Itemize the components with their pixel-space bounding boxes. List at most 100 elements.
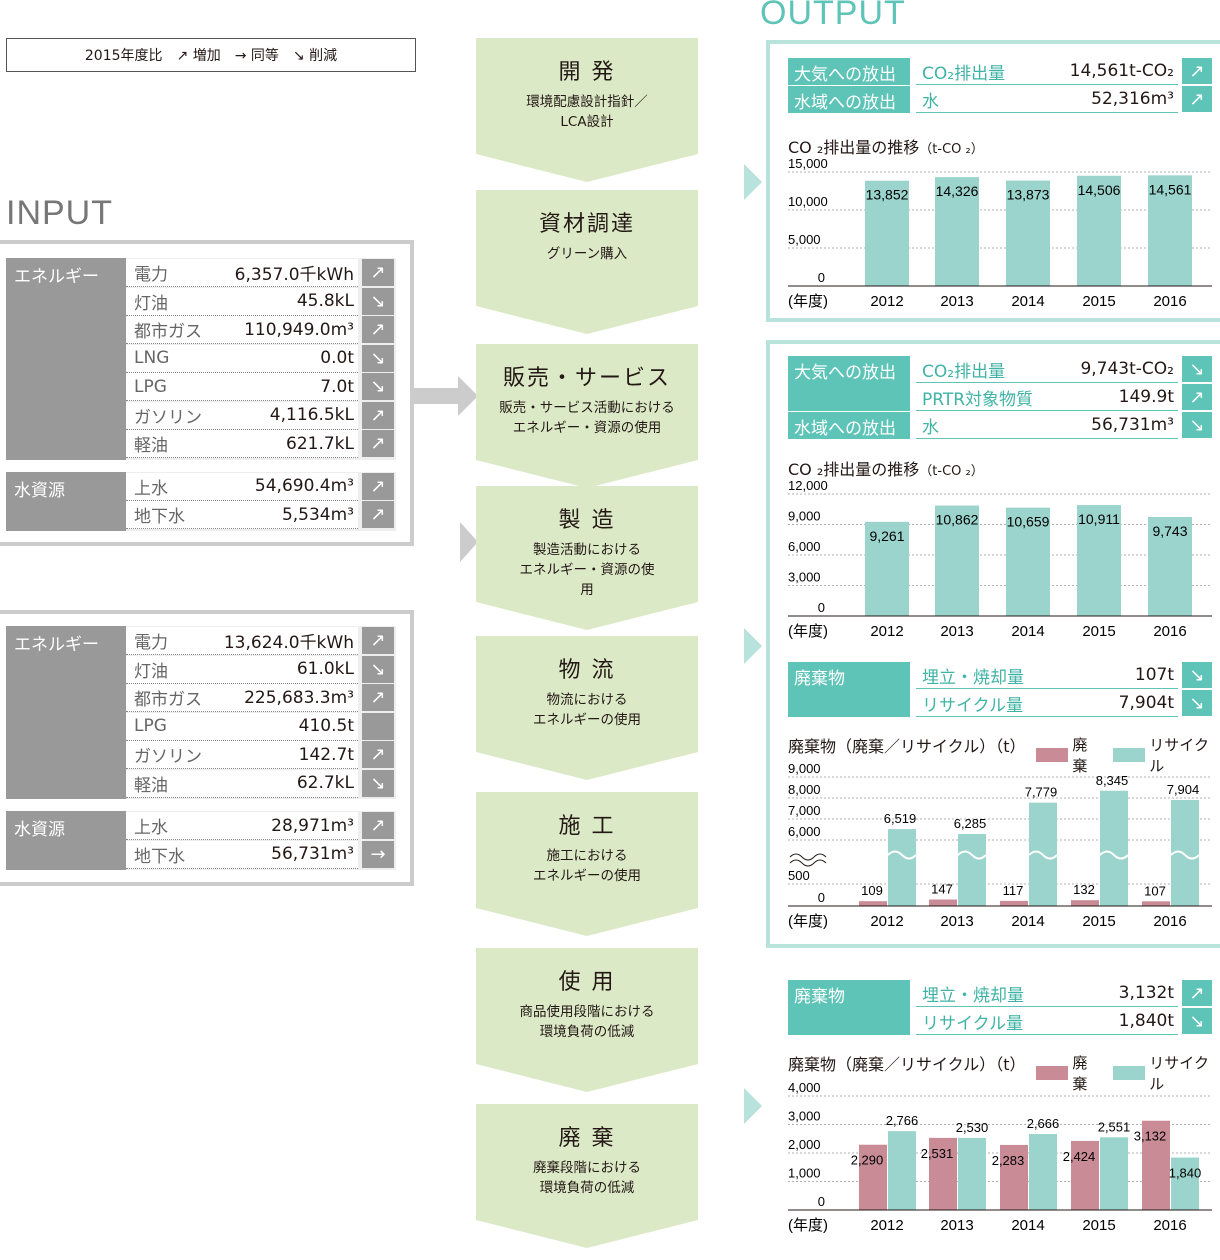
dispose-bar xyxy=(929,899,957,906)
output-item-value: 14,561t-CO₂ xyxy=(1069,61,1174,81)
output-pointer-1 xyxy=(744,164,762,200)
trend-arrow-icon: ↘ xyxy=(362,287,394,315)
bar-break-mark xyxy=(887,850,917,860)
input-item-name: 軽油 xyxy=(134,436,168,456)
flow-stage-arrow xyxy=(476,1220,698,1248)
input-item-name: 軽油 xyxy=(134,775,168,796)
x-tick-label: 2013 xyxy=(940,293,973,310)
trend-arrow-icon: ↗ xyxy=(362,401,394,429)
recycle-bar xyxy=(888,1131,916,1210)
trend-arrow-icon: ↗ xyxy=(362,472,394,500)
input-item-value: 142.7t xyxy=(298,744,354,765)
dispose-swatch xyxy=(1036,1066,1069,1080)
dispose-value-label: 2,424 xyxy=(1063,1149,1096,1164)
flow-stage: 使 用商品使用段階における環境負荷の低減 xyxy=(476,948,698,1092)
dispose-value-label: 107 xyxy=(1144,883,1166,898)
input-item-value: 410.5t xyxy=(298,716,354,736)
input-item-value: 28,971m³ xyxy=(271,815,354,836)
bar xyxy=(935,505,979,616)
input-row: 灯油 45.8kL xyxy=(126,287,358,316)
flow-stage-title: 販売・サービス xyxy=(502,366,671,391)
x-axis-label: (年度) xyxy=(788,293,828,310)
y-tick-label: 1,000 xyxy=(788,1166,821,1181)
y-tick-label: 12,000 xyxy=(788,478,828,493)
flow-stage: 製 造製造活動におけるエネルギー・資源の使用 xyxy=(476,486,698,630)
recycle-value-label: 2,551 xyxy=(1098,1119,1131,1134)
y-tick-label: 15,000 xyxy=(788,156,828,171)
y-tick-label: 0 xyxy=(818,270,825,285)
flow-stage-title: 使 用 xyxy=(558,970,616,995)
flow-stage: 物 流物流におけるエネルギーの使用 xyxy=(476,636,698,780)
x-tick-label: 2015 xyxy=(1082,1217,1115,1234)
output-item-value: 107t xyxy=(1134,665,1174,685)
recycle-value-label: 7,779 xyxy=(1025,785,1058,800)
dispose-bar xyxy=(1142,901,1170,906)
x-tick-label: 2014 xyxy=(1011,1217,1044,1234)
y-tick-label: 6,000 xyxy=(788,824,821,839)
flow-stage-desc: 廃棄段階における環境負荷の低減 xyxy=(476,1158,698,1198)
flow-stage-title: 資材調達 xyxy=(538,212,635,237)
output-item-value: 7,904t xyxy=(1118,693,1174,713)
recycle-swatch xyxy=(1112,1066,1146,1080)
output-category-label: 水域への放出 xyxy=(788,412,910,439)
flow-stage-arrow xyxy=(476,602,698,630)
input-item-value: 7.0t xyxy=(320,376,354,397)
x-axis-label: (年度) xyxy=(788,1217,828,1234)
input-item-name: 灯油 xyxy=(134,293,168,314)
flow-stage-arrow xyxy=(476,908,698,936)
input-item-value: 45.8kL xyxy=(296,291,354,311)
bar-value-label: 9,261 xyxy=(869,528,904,544)
recycle-value-label: 2,530 xyxy=(956,1120,989,1135)
dispose-bar xyxy=(1000,1144,1028,1210)
bar-value-label: 13,852 xyxy=(866,187,909,203)
legend-increase: 増加 xyxy=(192,48,221,64)
x-tick-label: 2013 xyxy=(940,1217,973,1234)
output-category-label: 水域への放出 xyxy=(788,86,910,113)
flow-stage-desc-line: 製造活動における xyxy=(533,542,641,558)
recycle-swatch xyxy=(1112,748,1146,762)
input-item-name: ガソリン xyxy=(134,407,202,428)
dispose-bar xyxy=(929,1137,957,1210)
x-tick-label: 2012 xyxy=(870,293,903,310)
output-panel-1 xyxy=(766,40,1220,322)
bar-value-label: 13,873 xyxy=(1007,187,1050,203)
input-item-name: 上水 xyxy=(134,818,168,838)
bar xyxy=(935,177,979,286)
y-tick-label: 7,000 xyxy=(788,803,821,818)
output-item-value: 52,316m³ xyxy=(1091,89,1174,109)
bar-break-mark xyxy=(1099,850,1129,860)
input-connector-triangle xyxy=(460,522,478,562)
bar-break-mark xyxy=(1170,850,1200,860)
input-item-value: 0.0t xyxy=(320,348,354,368)
flow-stage-arrow xyxy=(476,154,698,182)
flow-stage-desc: 商品使用段階における環境負荷の低減 xyxy=(476,1002,698,1042)
dispose-value-label: 2,290 xyxy=(851,1153,884,1168)
input-title: INPUT xyxy=(6,194,113,232)
input-item-name: 都市ガス xyxy=(134,322,202,342)
input-item-value: 54,690.4m³ xyxy=(254,476,354,496)
input-item-name: 電力 xyxy=(134,633,168,653)
output-row: 水 56,731m³ xyxy=(916,412,1178,439)
bar xyxy=(1148,516,1192,616)
trend-arrow-icon: ↗ xyxy=(1182,58,1212,84)
dispose-bar xyxy=(859,1144,887,1210)
output-item-name: 水 xyxy=(922,417,939,438)
trend-arrow-icon: ↗ xyxy=(362,741,394,768)
recycle-value-label: 1,840 xyxy=(1169,1166,1202,1181)
axis-break-icon xyxy=(789,853,827,867)
output-item-name: 埋立・焼却量 xyxy=(922,985,1024,1006)
dispose-value-label: 2,283 xyxy=(992,1153,1025,1168)
input-item-name: LPG xyxy=(134,376,167,397)
x-tick-label: 2012 xyxy=(870,623,903,640)
output-item-value: 56,731m³ xyxy=(1091,415,1174,435)
